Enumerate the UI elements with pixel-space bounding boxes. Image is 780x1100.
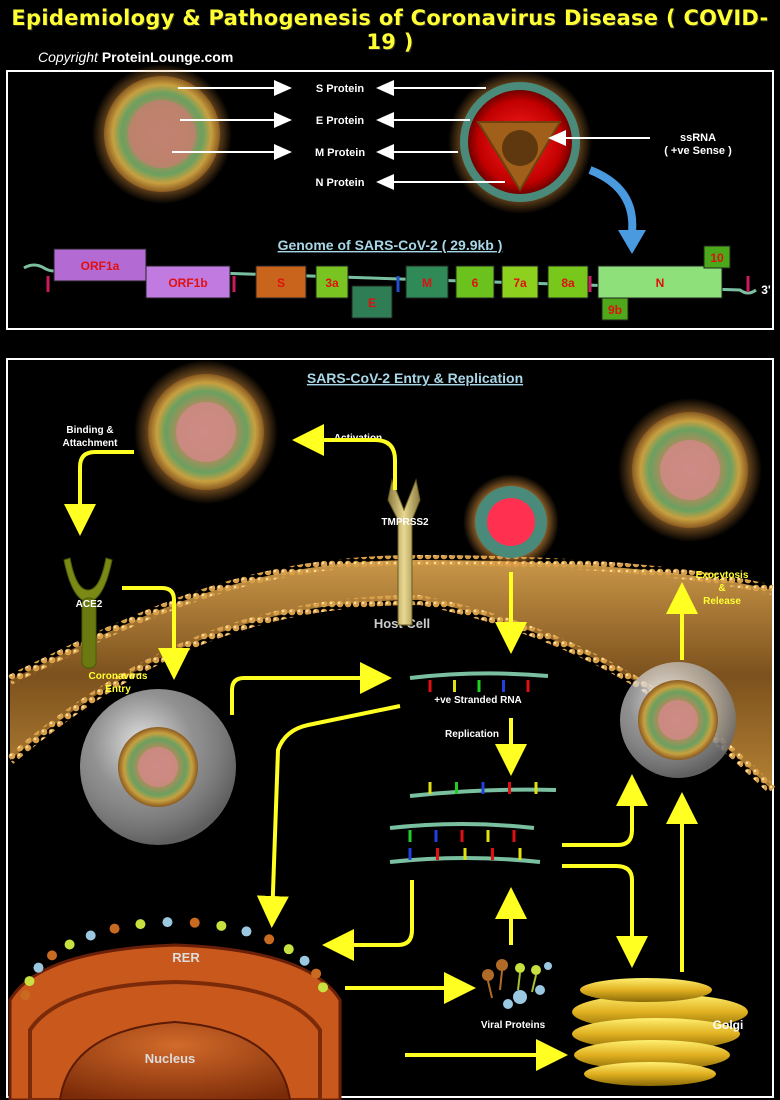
gene-block-8a bbox=[547, 265, 589, 299]
ribosome bbox=[283, 944, 294, 955]
tmprss2-label: TMPRSS2 bbox=[381, 517, 429, 528]
ribosome bbox=[162, 917, 173, 928]
gene-block-7a bbox=[501, 265, 539, 299]
gene-label-8a: 8a bbox=[561, 276, 575, 290]
viral-proteins-cluster bbox=[482, 959, 552, 1009]
replication-title: SARS-CoV-2 Entry & Replication bbox=[307, 370, 523, 386]
gene-block-9b bbox=[601, 297, 629, 321]
entry-label: Coronavirus bbox=[89, 671, 148, 682]
gene-label-7a: 7a bbox=[513, 276, 527, 290]
copyright-notice: Copyright ProteinLounge.com bbox=[38, 49, 233, 65]
e-protein-label: E Protein bbox=[316, 115, 365, 127]
ribosome bbox=[85, 930, 96, 941]
rna-strands bbox=[389, 671, 557, 864]
gene-block-e bbox=[351, 285, 393, 319]
nucleus-label: Nucleus bbox=[145, 1051, 196, 1066]
copyright-site: ProteinLounge.com bbox=[101, 49, 234, 65]
nucleus-rer bbox=[8, 943, 342, 1100]
copyright-prefix: Copyright bbox=[38, 49, 98, 65]
virion-genome-panel bbox=[6, 70, 774, 330]
replication-label: Replication bbox=[445, 729, 499, 740]
ribosome bbox=[33, 962, 44, 973]
gene-label-orf1a: ORF1a bbox=[81, 259, 120, 273]
ssrna-sense-label: ( +ve Sense ) bbox=[664, 145, 732, 157]
gene-label-9b: 9b bbox=[608, 303, 622, 317]
binding-label: Binding & bbox=[66, 425, 113, 436]
ribosome bbox=[24, 976, 35, 987]
golgi-label: Golgi bbox=[713, 1018, 744, 1032]
s-protein-label: S Protein bbox=[316, 83, 365, 95]
gene-label-s: S bbox=[277, 276, 285, 290]
genome-3prime-label: 3' bbox=[761, 283, 771, 297]
genome-title: Genome of SARS-CoV-2 ( 29.9kb ) bbox=[278, 237, 503, 253]
viral-proteins-label: Viral Proteins bbox=[481, 1020, 546, 1031]
gene-label-e: E bbox=[368, 296, 376, 310]
ribosome bbox=[20, 990, 31, 1001]
ribosome bbox=[318, 982, 329, 993]
rna-strand bbox=[409, 671, 549, 680]
gene-label-10: 10 bbox=[710, 251, 724, 265]
ribosome bbox=[109, 923, 120, 934]
ribosome bbox=[64, 939, 75, 950]
gene-label-m: M bbox=[422, 276, 432, 290]
protein-label-arrows bbox=[172, 80, 650, 190]
ace2-label: ACE2 bbox=[76, 599, 103, 610]
ssrna-label: ssRNA bbox=[680, 132, 716, 144]
gene-label-n: N bbox=[656, 276, 665, 290]
endosome-vesicle bbox=[80, 689, 236, 845]
n-protein-label: N Protein bbox=[316, 177, 365, 189]
gene-label-3a: 3a bbox=[325, 276, 339, 290]
ribosome bbox=[47, 950, 58, 961]
gene-block-10 bbox=[703, 245, 731, 269]
entry-replication-panel bbox=[6, 358, 774, 1098]
gene-label-orf1b: ORF1b bbox=[168, 276, 207, 290]
ribosome bbox=[135, 919, 146, 930]
gene-block-orf1b bbox=[145, 265, 231, 299]
rna-label: +ve Stranded RNA bbox=[434, 695, 522, 706]
ribosome bbox=[299, 955, 310, 966]
page-title: Epidemiology & Pathogenesis of Coronavir… bbox=[11, 6, 769, 54]
entry-label-line2: Entry bbox=[105, 684, 131, 695]
gene-block-orf1a bbox=[53, 248, 147, 282]
ribosomes bbox=[20, 917, 329, 1001]
gene-block-6 bbox=[455, 265, 495, 299]
virus-released bbox=[618, 398, 762, 542]
pathway-arrows bbox=[64, 424, 698, 1071]
gene-label-6: 6 bbox=[472, 276, 479, 290]
m-protein-label: M Protein bbox=[315, 147, 365, 159]
rna-strand bbox=[389, 822, 535, 830]
release-label: Release bbox=[703, 596, 741, 607]
ribosome bbox=[264, 934, 275, 945]
attachment-label: Attachment bbox=[62, 438, 118, 449]
ace2-receptor-icon bbox=[63, 557, 113, 669]
virion-illustration-left bbox=[92, 64, 232, 204]
rer-label: RER bbox=[172, 950, 200, 965]
exocytosis-label: Exocytosis bbox=[696, 570, 749, 581]
tmprss2-receptor-icon bbox=[387, 478, 421, 626]
virus-binding bbox=[134, 360, 278, 504]
ribosome bbox=[241, 926, 252, 937]
virion-cross-section-right bbox=[448, 70, 592, 214]
virus-fusing bbox=[463, 474, 559, 570]
ribosome bbox=[311, 968, 322, 979]
gene-block-n bbox=[597, 265, 723, 299]
ribosome bbox=[216, 920, 227, 931]
exocytosis-amp-label: & bbox=[718, 583, 725, 594]
gene-block-3a bbox=[315, 265, 349, 299]
golgi-apparatus bbox=[572, 978, 748, 1086]
gene-block-s bbox=[255, 265, 307, 299]
genome-pointer-arrow-icon bbox=[588, 166, 646, 254]
ribosome bbox=[189, 917, 200, 928]
gene-block-m bbox=[405, 265, 449, 299]
exocytosis-vesicle bbox=[620, 662, 736, 778]
